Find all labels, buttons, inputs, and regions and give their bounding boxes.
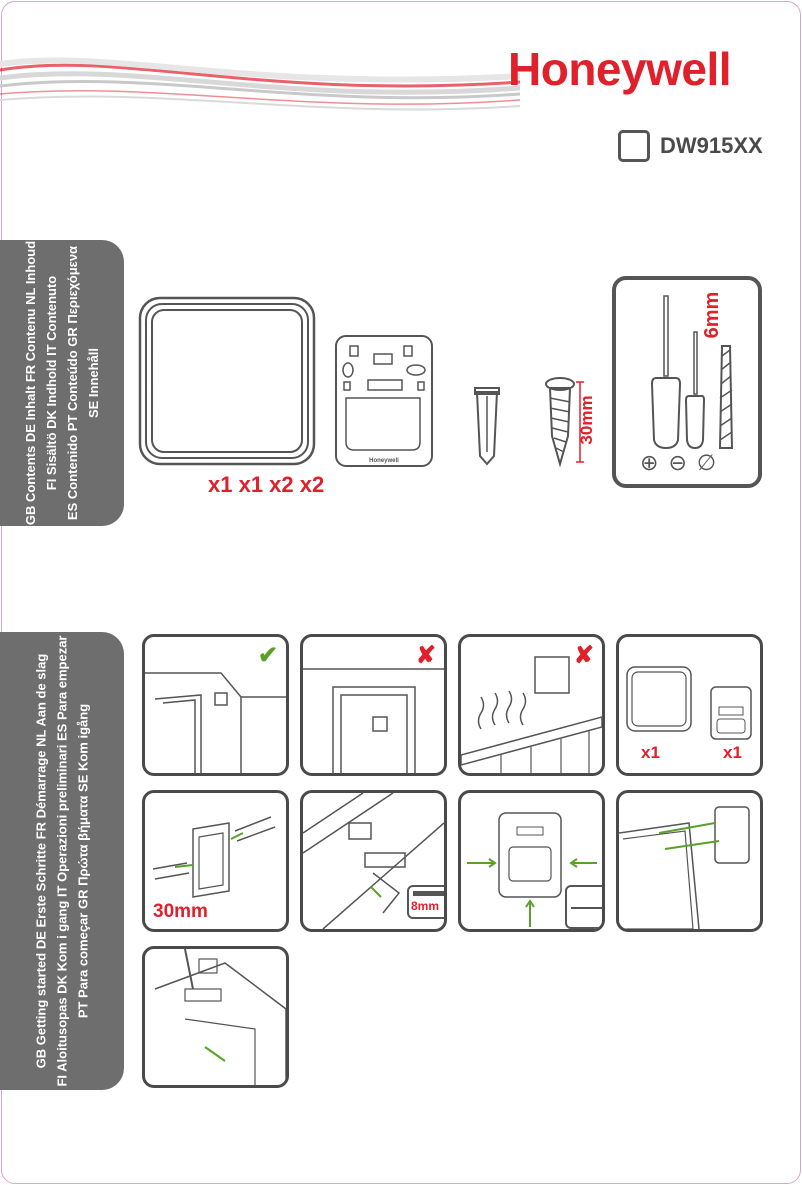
step-wall-door: ✘ <box>300 634 447 776</box>
tools-box: 6mm ⊕⊖∅ <box>612 276 762 488</box>
step-parts: x1 x1 <box>616 634 763 776</box>
wall-plug-illustration <box>474 387 500 466</box>
screw-length-marker <box>576 381 584 463</box>
check-icon: ✔ <box>257 642 278 669</box>
step-mount-backplate: 30mm <box>142 790 289 932</box>
contents-quantities: x1 x1 x2 x2 <box>208 472 325 497</box>
backplate-brand: Honeywell <box>369 458 399 464</box>
wiring-icon <box>303 793 444 929</box>
screw-illustration <box>545 377 575 468</box>
screw-length-label: 30mm <box>577 395 596 445</box>
align-icon <box>467 812 597 927</box>
blade-width-label: 6mm <box>701 291 723 339</box>
step-wall-ok: ✔ <box>142 634 289 776</box>
model-checkbox <box>618 130 650 162</box>
align-inset <box>565 885 602 929</box>
cross-icon: ✘ <box>573 642 594 669</box>
parts-icon <box>626 666 752 740</box>
minus-icon: ⊖ <box>668 450 697 475</box>
backplate-illustration: Honeywell <box>335 335 433 467</box>
contents-tab: GB Contents DE Inhalt FR Contenu NL Inho… <box>0 240 124 526</box>
attach-icon <box>619 806 750 929</box>
wall-corner-icon <box>145 672 286 773</box>
secure-icon <box>154 949 286 1085</box>
strip-length-label: 8mm <box>411 899 440 913</box>
screwdrivers-icon <box>650 295 734 450</box>
strip-length-inset: 8mm <box>407 885 444 919</box>
step-parts-qty-thermostat: x1 <box>641 743 660 762</box>
step-align-backplate <box>458 790 605 932</box>
step-secure-screw <box>142 946 289 1088</box>
model-number: DW915XX <box>660 133 763 158</box>
brand-logo: Honeywell <box>508 43 732 95</box>
screw-length-step-label: 30mm <box>153 901 208 922</box>
step-wall-radiator: ✘ <box>458 634 605 776</box>
door-frame-icon <box>303 668 444 773</box>
mount-icon <box>152 816 276 898</box>
thermostat-illustration <box>138 296 316 466</box>
step-parts-qty-backplate: x1 <box>723 743 742 762</box>
getting-started-tab: GB Getting started DE Erste Schritte FR … <box>0 632 124 1090</box>
diameter-icon: ∅ <box>696 450 727 475</box>
getting-started-tab-label: GB Getting started DE Erste Schritte FR … <box>33 635 91 1087</box>
tool-symbols: ⊕⊖∅ <box>640 450 726 476</box>
step-attach-thermostat <box>616 790 763 932</box>
cross-icon: ✘ <box>415 642 436 669</box>
contents-tab-label: GB Contents DE Inhalt FR Contenu NL Inho… <box>23 240 101 526</box>
header-swoosh <box>0 57 520 111</box>
step-strip-wires: 8mm <box>300 790 447 932</box>
radiator-icon <box>461 656 602 773</box>
plus-icon: ⊕ <box>640 450 669 475</box>
